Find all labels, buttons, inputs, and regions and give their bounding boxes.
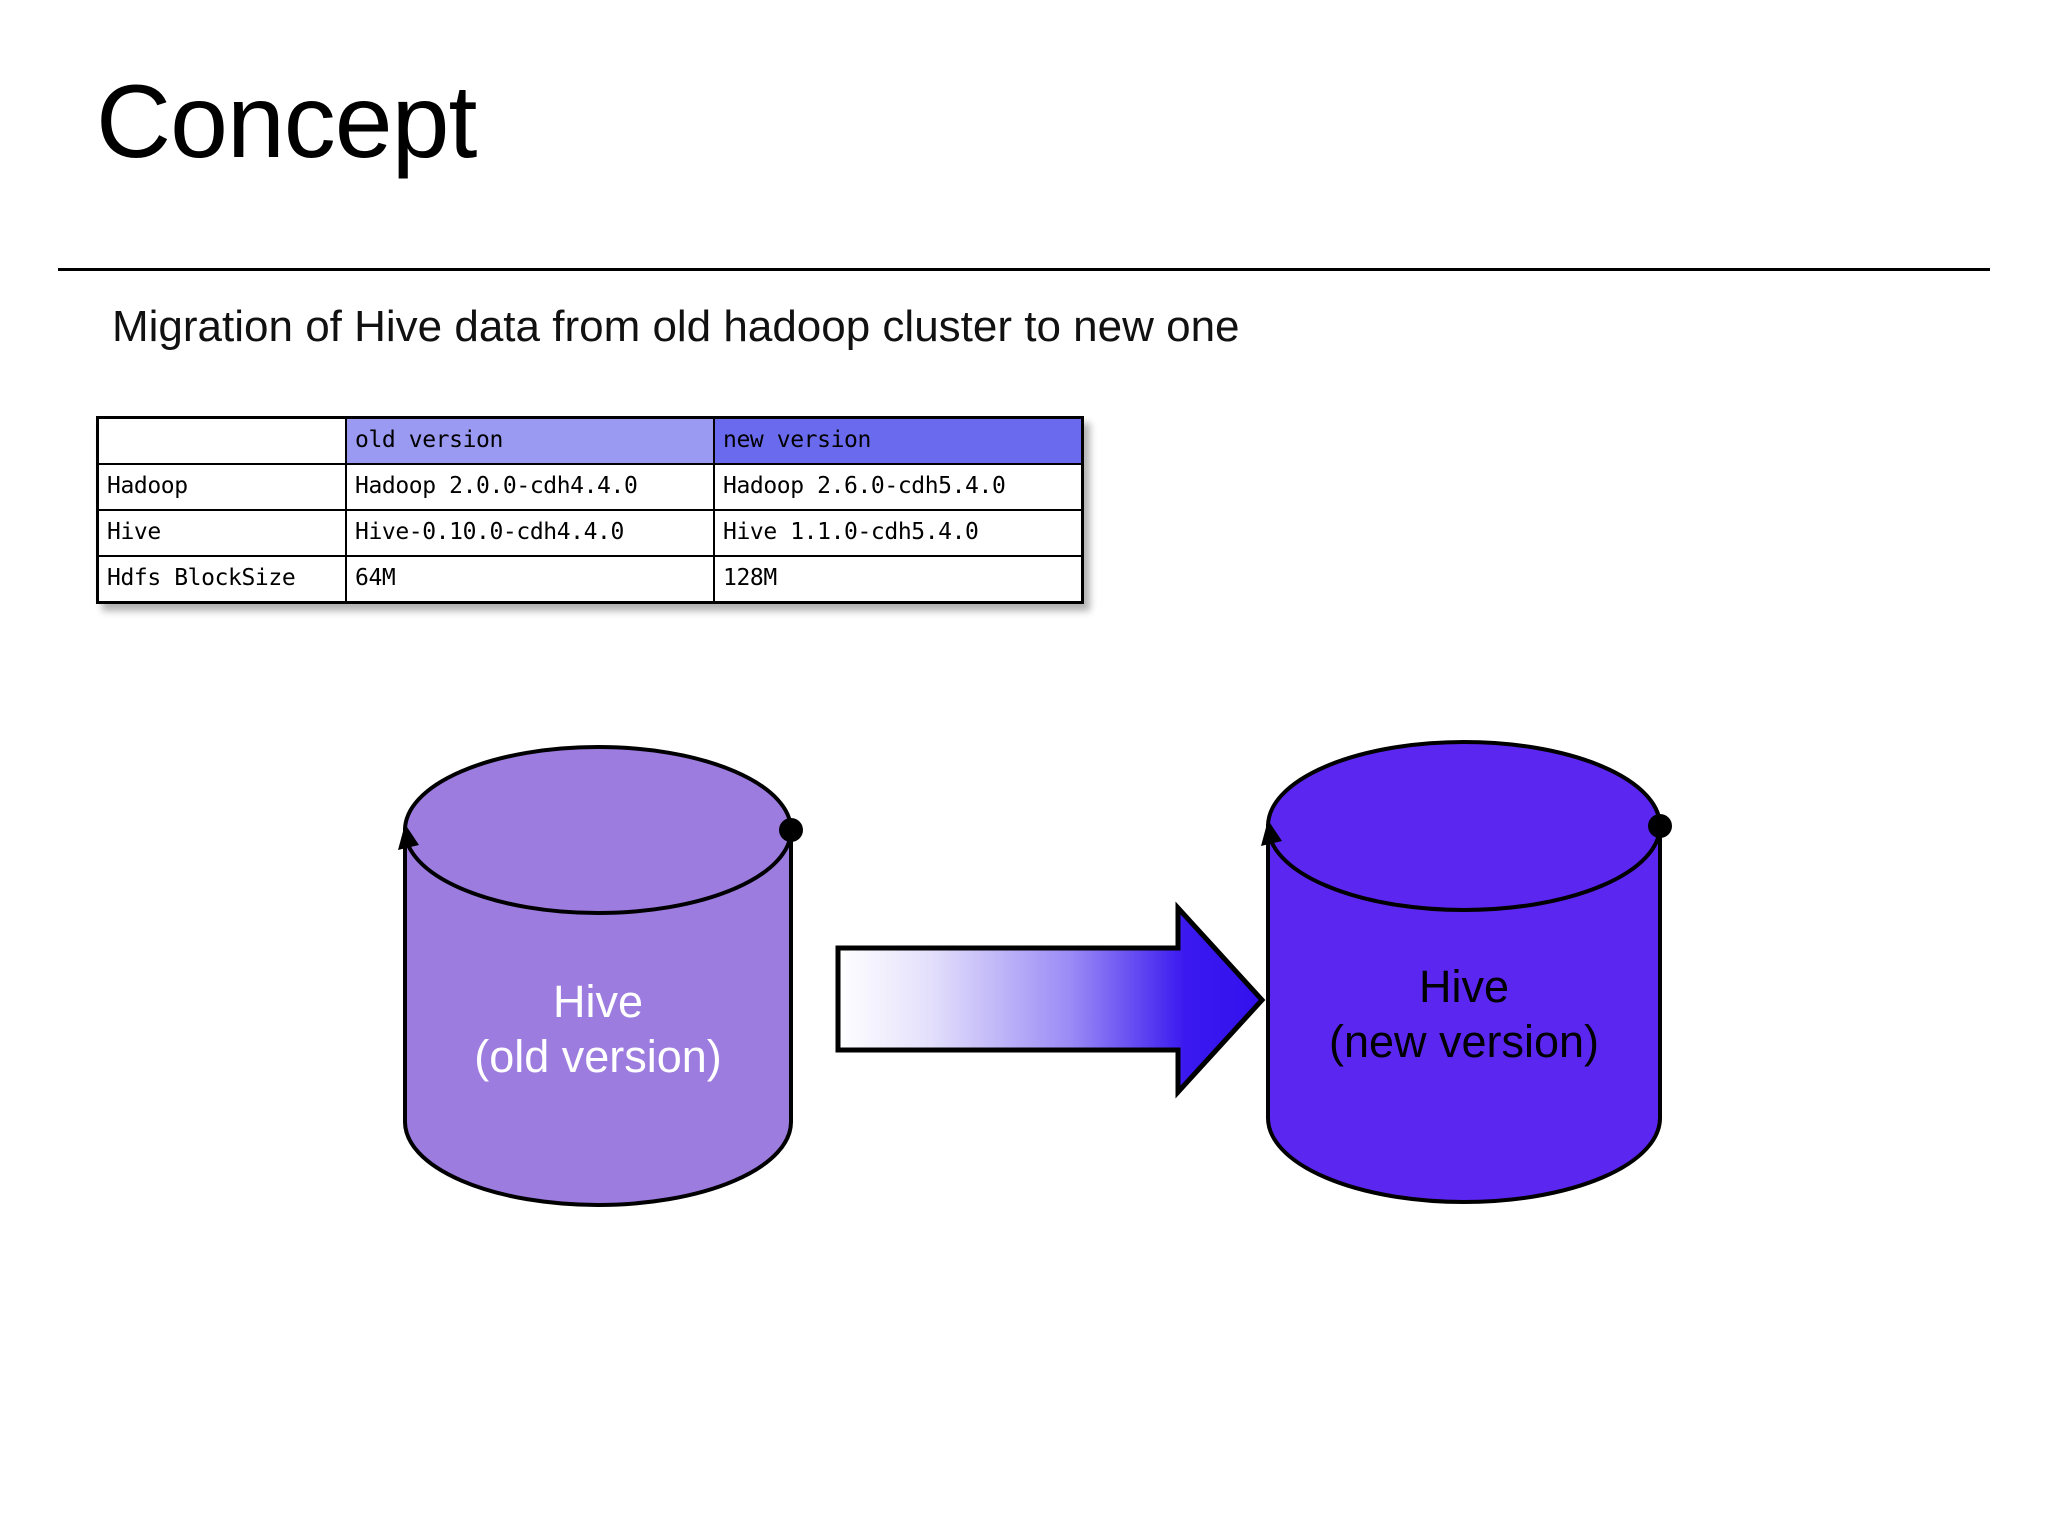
source-cylinder-label-line2: (old version) <box>474 1030 722 1082</box>
row-label: Hive <box>96 509 347 557</box>
target-cylinder-label: Hive (new version) <box>1268 960 1660 1070</box>
slide-subtitle: Migration of Hive data from old hadoop c… <box>112 302 1240 351</box>
row-new-value: Hadoop 2.6.0-cdh5.4.0 <box>713 463 1084 511</box>
table-header-row: old version new version <box>96 416 1084 465</box>
source-cylinder-label: Hive (old version) <box>405 975 791 1085</box>
row-old-value: Hadoop 2.0.0-cdh4.4.0 <box>345 463 715 511</box>
source-cylinder-dot-marker <box>779 818 803 842</box>
row-old-value: 64M <box>345 555 715 604</box>
table-row: Hive Hive-0.10.0-cdh4.4.0 Hive 1.1.0-cdh… <box>96 509 1084 557</box>
target-cylinder-dot-marker <box>1648 814 1672 838</box>
target-cylinder-label-line2: (new version) <box>1328 1015 1600 1067</box>
row-label: Hadoop <box>96 463 347 511</box>
title-divider <box>58 268 1990 271</box>
migration-arrow <box>835 901 1266 1099</box>
row-new-value: Hive 1.1.0-cdh5.4.0 <box>713 509 1084 557</box>
arrow-right-icon <box>835 901 1266 1099</box>
row-label: Hdfs BlockSize <box>96 555 347 604</box>
source-cylinder-top <box>403 745 793 915</box>
table-header-corner <box>96 416 347 465</box>
row-new-value: 128M <box>713 555 1084 604</box>
row-old-value: Hive-0.10.0-cdh4.4.0 <box>345 509 715 557</box>
source-cylinder-arrow-marker <box>398 824 419 850</box>
table-header-new-version: new version <box>713 416 1084 465</box>
table-row: Hadoop Hadoop 2.0.0-cdh4.4.0 Hadoop 2.6.… <box>96 463 1084 511</box>
target-cylinder-top <box>1266 740 1662 912</box>
version-comparison-table: old version new version Hadoop Hadoop 2.… <box>96 416 1084 604</box>
target-cylinder-arrow-marker <box>1261 820 1282 846</box>
source-cylinder-label-line1: Hive <box>552 976 644 1027</box>
target-cylinder-label-line1: Hive <box>1418 961 1510 1012</box>
table-row: Hdfs BlockSize 64M 128M <box>96 555 1084 604</box>
table-header-old-version: old version <box>345 416 715 465</box>
table: old version new version Hadoop Hadoop 2.… <box>96 416 1084 604</box>
page-title: Concept <box>96 64 477 180</box>
